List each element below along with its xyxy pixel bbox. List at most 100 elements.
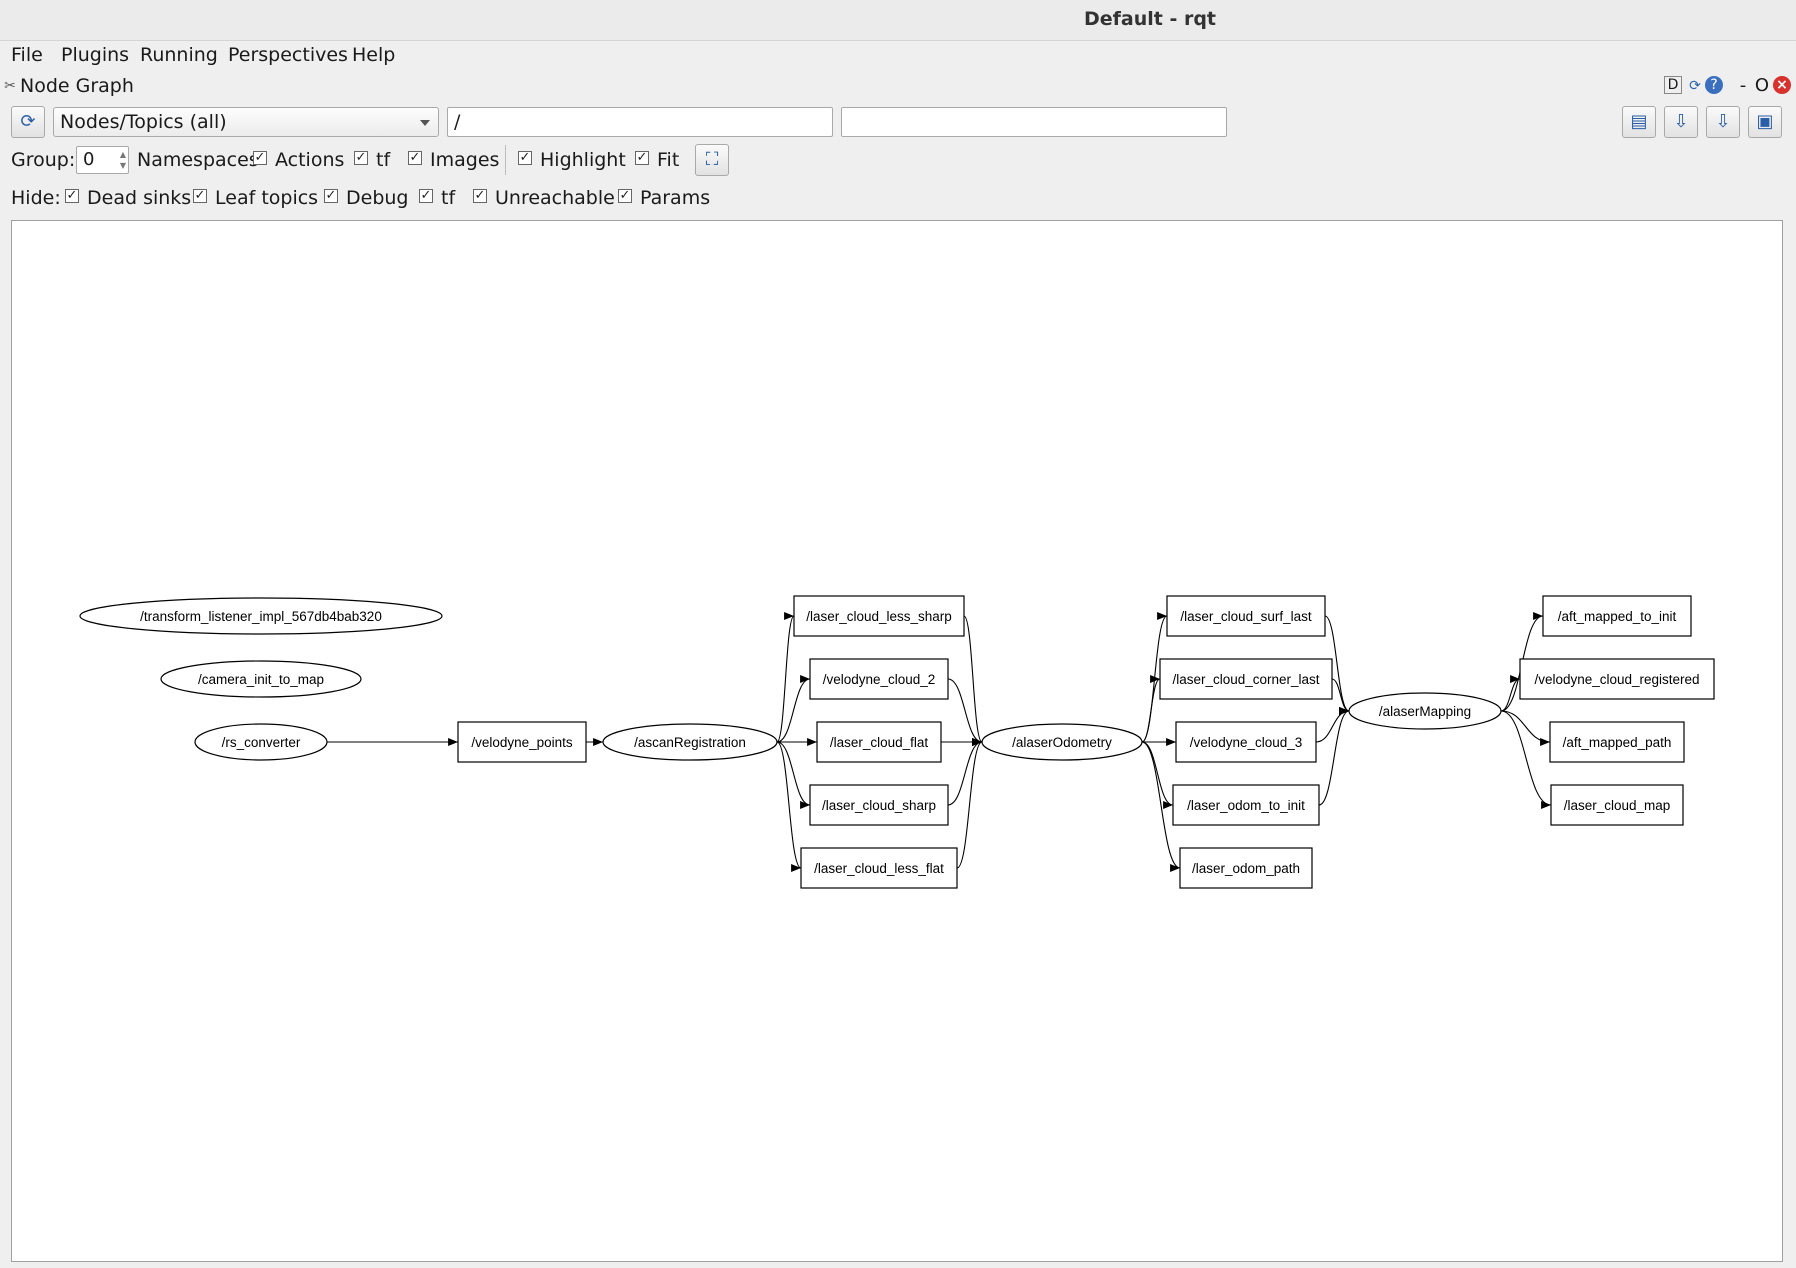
debug-checkbox[interactable]: ✓ [324, 188, 338, 203]
graph-topic-vc2[interactable]: /velodyne_cloud_2 [809, 658, 949, 700]
fit-view-icon: ⛶ [705, 149, 719, 170]
help-icon[interactable]: ? [1705, 76, 1723, 94]
graph-node-tl[interactable]: /transform_listener_impl_567db4bab320 [79, 597, 443, 635]
graph-label: /transform_listener_impl_567db4bab320 [140, 609, 382, 624]
save-svg-button[interactable]: ⇩ [1706, 106, 1740, 138]
graph-topic-vcr[interactable]: /velodyne_cloud_registered [1519, 658, 1715, 700]
graph-label: /alaserMapping [1379, 704, 1471, 719]
images-checkbox[interactable]: ✓ [408, 150, 422, 165]
hide-label: Hide: [11, 187, 61, 209]
graph-topic-lcm[interactable]: /laser_cloud_map [1550, 784, 1684, 826]
topic-box [1172, 784, 1320, 826]
graph-edge-alo-to-lccl [1141, 675, 1161, 743]
save-dot-button[interactable]: ⇩ [1664, 106, 1698, 138]
graph-edge-alo-to-loti [1141, 741, 1174, 809]
float-button[interactable]: O [1754, 75, 1770, 96]
unreachable-checkbox[interactable]: ✓ [473, 188, 487, 203]
options-row: Group: 0 ▲▼ Namespaces ✓ Actions ✓ tf ✓ … [0, 143, 1796, 177]
hide-tf-checkbox[interactable]: ✓ [419, 188, 433, 203]
node-graph[interactable]: /transform_listener_impl_567db4bab320/ca… [12, 221, 1782, 1261]
graph-topic-lcsl[interactable]: /laser_cloud_surf_last [1166, 595, 1326, 637]
node-ellipse [194, 723, 328, 761]
graph-node-rsc[interactable]: /rs_converter [194, 723, 328, 761]
topic-box [793, 595, 965, 637]
graph-label: /camera_init_to_map [198, 672, 324, 687]
graph-label: /velodyne_points [471, 735, 573, 750]
dead-sinks-checkbox[interactable]: ✓ [65, 188, 79, 203]
refresh-graph-button[interactable]: ⟳ [11, 106, 45, 138]
graph-edge-loti-to-alm [1318, 707, 1350, 806]
fit-in-view-button[interactable]: ⛶ [695, 144, 729, 176]
menu-file[interactable]: File [11, 44, 43, 66]
node-ellipse [79, 597, 443, 635]
actions-checkbox[interactable]: ✓ [253, 150, 267, 165]
graph-label: /aft_mapped_to_init [1558, 609, 1677, 624]
menu-plugins[interactable]: Plugins [61, 44, 130, 66]
save-image-button[interactable]: ▣ [1748, 106, 1782, 138]
images-label: Images [430, 149, 500, 171]
graph-topic-lop[interactable]: /laser_odom_path [1179, 847, 1313, 889]
graph-label: /velodyne_cloud_3 [1190, 735, 1303, 750]
topic-box [1159, 658, 1333, 700]
graph-topic-amp[interactable]: /aft_mapped_path [1549, 721, 1685, 763]
topic-box [1549, 721, 1685, 763]
tools-icon: ✂ [4, 78, 16, 94]
topic-filter-input[interactable] [841, 107, 1227, 137]
load-dot-button[interactable]: ▤ [1622, 106, 1656, 138]
chevron-down-icon [420, 120, 430, 126]
graph-edge-vc2-to-alo [947, 678, 983, 746]
close-icon[interactable]: × [1773, 76, 1791, 94]
graph-topic-lcf[interactable]: /laser_cloud_flat [816, 721, 942, 763]
window-titlebar: Default - rqt [0, 0, 1796, 41]
dock-button[interactable]: D [1664, 76, 1682, 94]
graph-label: /laser_cloud_map [1564, 798, 1671, 813]
graph-edge-asr-to-lclf [776, 741, 802, 872]
leaf-topics-checkbox[interactable]: ✓ [193, 188, 207, 203]
graph-topic-lcs[interactable]: /laser_cloud_sharp [809, 784, 949, 826]
actions-label: Actions [275, 149, 345, 171]
spin-arrows-icon[interactable]: ▲▼ [119, 150, 126, 170]
graph-topic-loti[interactable]: /laser_odom_to_init [1172, 784, 1320, 826]
graph-label: /laser_cloud_less_sharp [806, 609, 952, 624]
tf-checkbox[interactable]: ✓ [354, 150, 368, 165]
graph-node-cim[interactable]: /camera_init_to_map [160, 660, 362, 698]
topic-box [1179, 847, 1313, 889]
menu-perspectives[interactable]: Perspectives [228, 44, 348, 66]
graph-label: /laser_cloud_flat [830, 735, 929, 750]
graph-toolbar: ⟳ Nodes/Topics (all) / ▤ ⇩ ⇩ ▣ [0, 103, 1796, 139]
graph-edge-asr-to-vc2 [776, 675, 811, 743]
namespaces-label: Namespaces [137, 149, 259, 171]
dead-sinks-label: Dead sinks [87, 187, 192, 209]
params-checkbox[interactable]: ✓ [618, 188, 632, 203]
graph-label: /velodyne_cloud_2 [823, 672, 936, 687]
minimize-button[interactable]: - [1739, 75, 1747, 96]
topic-box [816, 721, 942, 763]
fit-label: Fit [657, 149, 680, 171]
hide-tf-label: tf [441, 187, 456, 209]
graph-topic-vc3[interactable]: /velodyne_cloud_3 [1175, 721, 1317, 763]
graph-topic-lccl[interactable]: /laser_cloud_corner_last [1159, 658, 1333, 700]
window-title: Default - rqt [1083, 8, 1217, 30]
highlight-label: Highlight [540, 149, 626, 171]
highlight-checkbox[interactable]: ✓ [518, 150, 532, 165]
graph-canvas[interactable]: /transform_listener_impl_567db4bab320/ca… [11, 220, 1783, 1262]
topic-box [1550, 784, 1684, 826]
graph-topic-vp[interactable]: /velodyne_points [457, 721, 587, 763]
menu-running[interactable]: Running [140, 44, 218, 66]
group-spinbox[interactable]: 0 ▲▼ [76, 146, 129, 174]
namespace-filter-input[interactable]: / [447, 107, 833, 137]
graph-topic-lcls[interactable]: /laser_cloud_less_sharp [793, 595, 965, 637]
graph-node-alm[interactable]: /alaserMapping [1348, 692, 1502, 730]
graph-topic-amti[interactable]: /aft_mapped_to_init [1542, 595, 1692, 637]
node-ellipse [1348, 692, 1502, 730]
menu-help[interactable]: Help [352, 44, 396, 66]
graph-type-select[interactable]: Nodes/Topics (all) [53, 107, 439, 137]
graph-topic-lclf[interactable]: /laser_cloud_less_flat [800, 847, 958, 889]
fit-checkbox[interactable]: ✓ [635, 150, 649, 165]
topic-box [809, 658, 949, 700]
topic-box [457, 721, 587, 763]
reload-icon[interactable]: ⟳ [1689, 78, 1701, 94]
separator [505, 145, 506, 175]
graph-node-asr[interactable]: /ascanRegistration [602, 723, 778, 761]
graph-node-alo[interactable]: /alaserOdometry [981, 723, 1143, 761]
